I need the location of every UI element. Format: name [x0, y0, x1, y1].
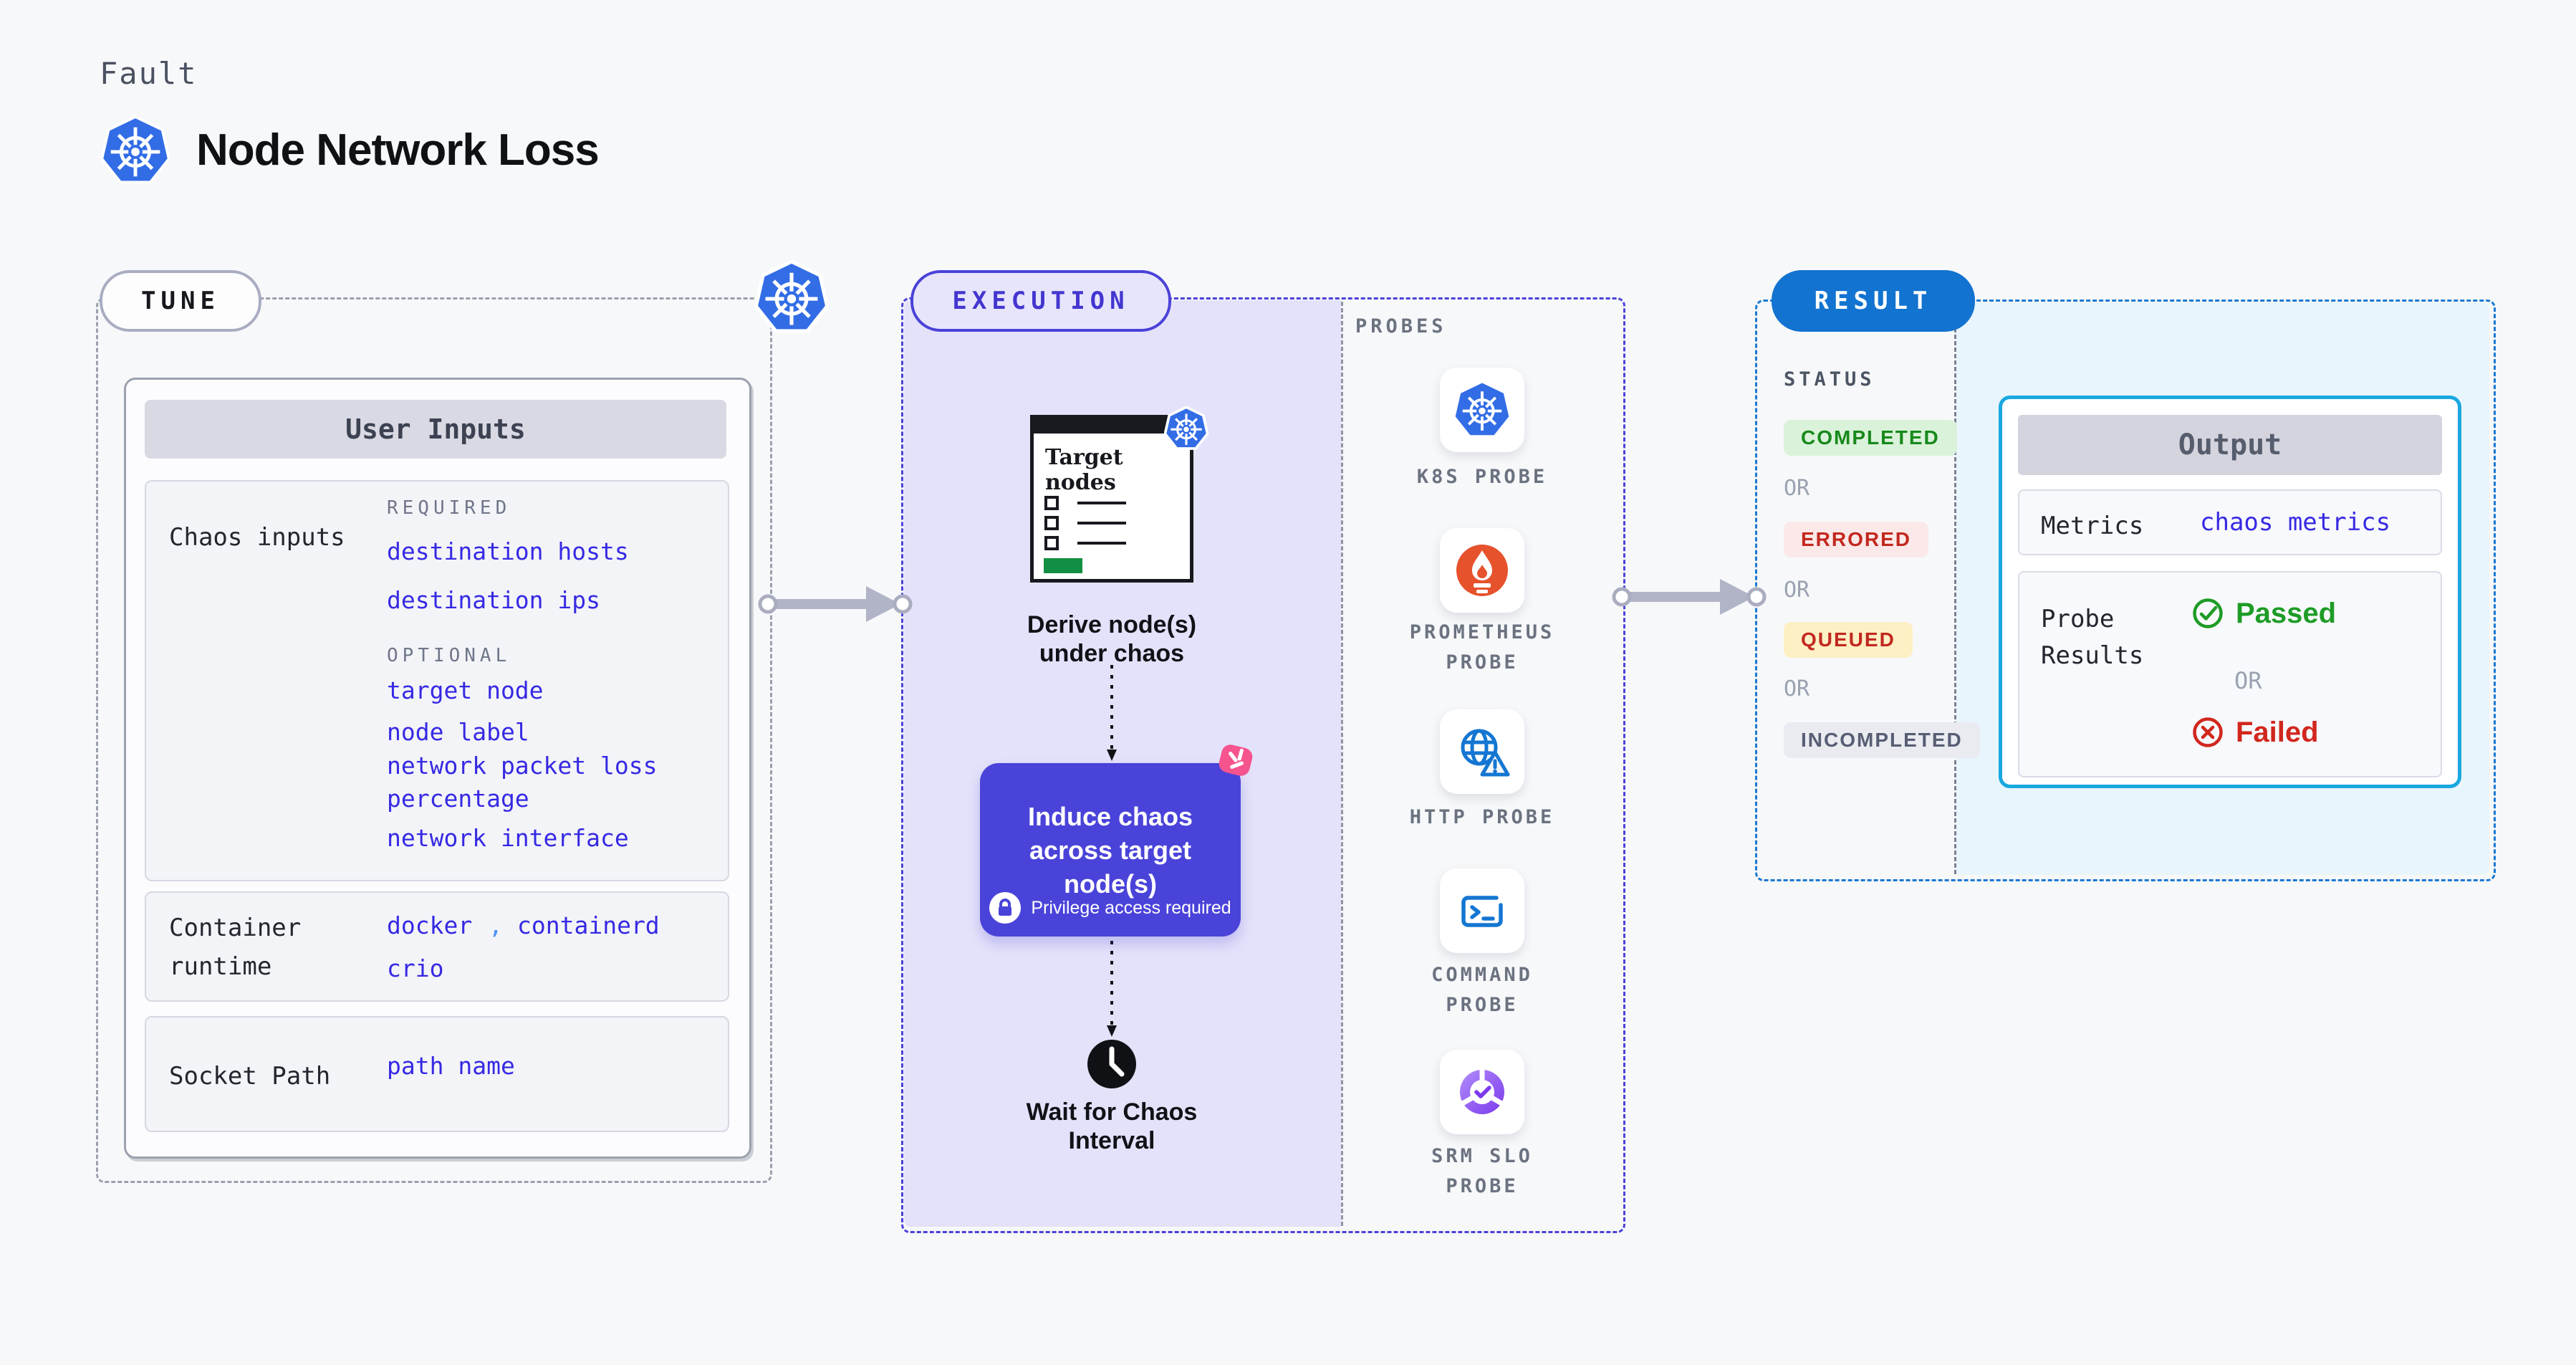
chaos-inputs-label: Chaos inputs — [169, 523, 345, 552]
execution-section — [901, 297, 1625, 1233]
link-crio[interactable]: crio — [387, 954, 444, 982]
link-docker[interactable]: docker — [387, 911, 473, 939]
output-card: Output Metrics chaos metrics Probe Resul… — [1999, 396, 2461, 788]
link-network-interface[interactable]: network interface — [387, 824, 629, 852]
target-nodes-figure: Target nodes — [1030, 415, 1193, 583]
checkbox-row — [1044, 536, 1126, 550]
probe-label-command: COMMAND PROBE — [1431, 964, 1533, 1016]
checkbox-icon — [1044, 536, 1059, 550]
passed-label: Passed — [2236, 597, 2337, 629]
output-header: Output — [2018, 415, 2442, 475]
socket-path-label: Socket Path — [169, 1062, 331, 1091]
probe-tile-k8s — [1440, 368, 1524, 452]
probes-divider — [1341, 302, 1343, 1226]
dotted-connector — [1107, 665, 1117, 761]
failed-label: Failed — [2236, 716, 2319, 748]
probe-label-http: HTTP PROBE — [1409, 806, 1555, 828]
passed-row: Passed — [2191, 597, 2336, 630]
socket-path-row: Socket Path path name — [145, 1016, 729, 1132]
link-network-packet-loss-percentage[interactable]: network packet loss percentage — [387, 752, 658, 813]
litmus-chaos-icon — [1219, 744, 1253, 776]
checkbox-icon — [1044, 516, 1059, 530]
induce-chaos-label: Induce chaos across target node(s) — [1027, 802, 1193, 899]
container-runtime-row: Container runtime docker , containerd cr… — [145, 891, 729, 1002]
link-destination-hosts[interactable]: destination hosts — [387, 537, 629, 565]
dotted-connector — [1107, 941, 1117, 1037]
page-title: Node Network Loss — [196, 125, 600, 175]
metrics-row: Metrics chaos metrics — [2018, 489, 2442, 555]
failed-row: Failed — [2191, 716, 2319, 749]
kubernetes-icon — [754, 260, 829, 333]
checkbox-row — [1044, 516, 1126, 530]
kubernetes-icon — [1455, 383, 1509, 436]
line — [1077, 502, 1126, 504]
line — [1077, 542, 1126, 545]
checkbox-row — [1044, 496, 1126, 510]
probe-tile-http — [1440, 709, 1524, 794]
chaos-inputs-row: Chaos inputs REQUIRED destination hosts … — [145, 480, 729, 881]
status-heading: STATUS — [1784, 368, 1875, 391]
link-containerd[interactable]: containerd — [517, 911, 660, 939]
line — [1077, 522, 1126, 525]
lock-icon — [989, 892, 1022, 924]
kubernetes-icon — [1164, 406, 1208, 450]
or-separator: OR — [1784, 476, 1810, 501]
or-separator: OR — [2234, 667, 2262, 694]
progress-bar — [1044, 558, 1082, 573]
prometheus-icon — [1456, 545, 1508, 596]
tune-section — [96, 297, 772, 1183]
check-circle-icon — [2193, 598, 2223, 628]
target-nodes-title: Target nodes — [1045, 445, 1123, 495]
probe-tile-srm-slo — [1440, 1050, 1524, 1134]
wait-step-label: Wait for Chaos Interval — [1026, 1098, 1198, 1155]
probe-tile-prometheus — [1440, 528, 1524, 613]
clock-icon — [1087, 1040, 1136, 1088]
fault-eyebrow: Fault — [100, 56, 198, 91]
optional-label: OPTIONAL — [387, 645, 511, 666]
execution-label: EXECUTION — [910, 270, 1171, 332]
metrics-label: Metrics — [2041, 512, 2144, 540]
privilege-row: Privilege access required — [980, 892, 1241, 924]
probe-label-k8s: K8S PROBE — [1416, 466, 1548, 488]
status-badge-completed: COMPLETED — [1784, 420, 1957, 456]
http-globe-warning-icon — [1461, 729, 1510, 777]
user-inputs-header: User Inputs — [145, 400, 726, 459]
probe-label-srm-slo: SRM SLO PROBE — [1431, 1145, 1533, 1197]
tune-label: TUNE — [100, 270, 261, 332]
container-runtime-label: Container runtime — [169, 914, 302, 982]
link-target-node[interactable]: target node — [387, 676, 544, 704]
terminal-icon — [1461, 896, 1503, 927]
probe-results-label: Probe Results — [2041, 605, 2144, 670]
arrow-execution-to-result — [1612, 579, 1767, 615]
metrics-value-link[interactable]: chaos metrics — [2200, 508, 2391, 537]
induce-chaos-card: Induce chaos across target node(s) Privi… — [980, 763, 1241, 937]
srm-slo-icon — [1460, 1068, 1504, 1114]
probe-tile-command — [1440, 868, 1524, 953]
runtime-comma: , — [489, 911, 503, 939]
or-separator: OR — [1784, 676, 1810, 701]
status-badge-queued: QUEUED — [1784, 622, 1913, 658]
user-inputs-card: User Inputs Chaos inputs REQUIRED destin… — [124, 378, 751, 1159]
probe-label-prometheus: PROMETHEUS PROBE — [1409, 621, 1555, 674]
probe-results-row: Probe Results Passed OR Failed — [2018, 571, 2442, 777]
required-label: REQUIRED — [387, 497, 511, 519]
link-node-label[interactable]: node label — [387, 718, 529, 746]
x-circle-icon — [2193, 717, 2223, 747]
derive-step-label: Derive node(s) under chaos — [1027, 611, 1197, 668]
arrow-tune-to-execution — [758, 586, 913, 622]
or-separator: OR — [1784, 578, 1810, 603]
link-destination-ips[interactable]: destination ips — [387, 586, 601, 614]
checkbox-icon — [1044, 496, 1059, 510]
status-badge-incompleted: INCOMPLETED — [1784, 722, 1980, 758]
link-path-name[interactable]: path name — [387, 1052, 515, 1080]
result-divider — [1954, 302, 1956, 874]
privilege-label: Privilege access required — [1031, 897, 1231, 918]
status-badge-errored: ERRORED — [1784, 522, 1929, 557]
probes-heading: PROBES — [1355, 315, 1447, 337]
window-titlebar — [1034, 418, 1190, 434]
kubernetes-logo-icon — [100, 115, 170, 184]
result-label: RESULT — [1772, 270, 1975, 332]
